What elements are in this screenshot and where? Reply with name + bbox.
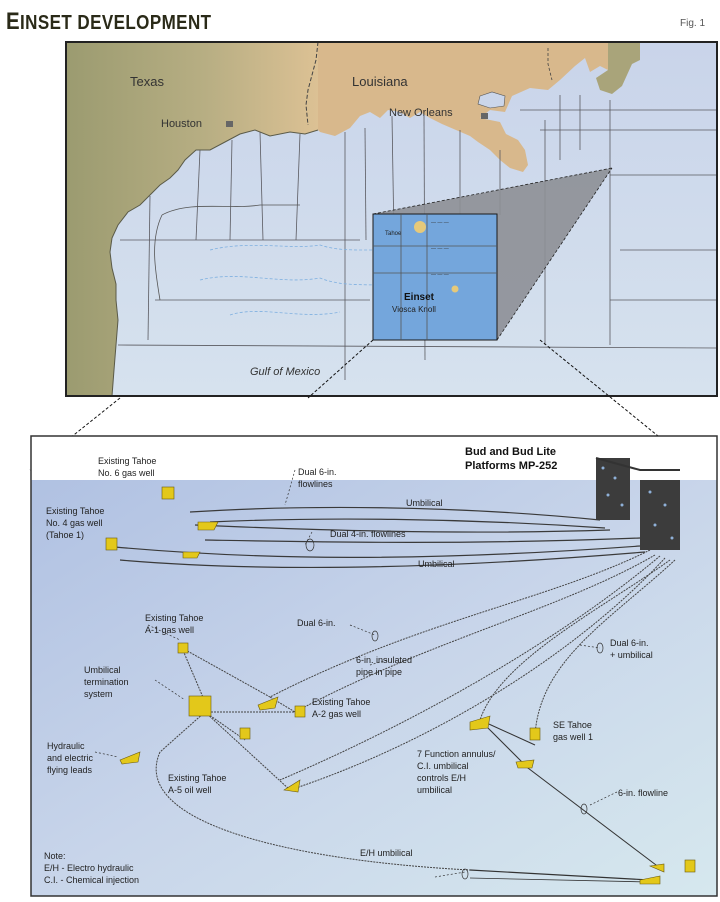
- label-viosca-knoll: Viosca Knoll: [392, 305, 436, 314]
- label-gulf-of-mexico: Gulf of Mexico: [250, 366, 321, 378]
- label-tahoe-a1: Existing Tahoe A-1 gas well: [145, 613, 204, 635]
- label-se-tahoe: SE Tahoe gas well 1: [553, 720, 594, 742]
- label-tahoe-a2: Existing Tahoe A-2 gas well: [312, 697, 371, 719]
- svg-text:— — —: — — —: [431, 272, 449, 278]
- label-platforms-line1: Bud and Bud Lite: [465, 446, 557, 458]
- label-hydraulic-leads: Hydraulic and electric flying leads: [47, 741, 94, 775]
- figure-label: Fig. 1: [680, 18, 706, 29]
- texas-land: [66, 42, 318, 396]
- label-tahoe: Tahoe: [385, 231, 402, 237]
- label-6in-flowline: 6-in. flowline: [618, 788, 669, 798]
- label-houston: Houston: [161, 118, 202, 130]
- note-block: Note: E/H - Electro hydraulic C.I. - Che…: [44, 851, 140, 885]
- svg-text:— — —: — — —: [431, 246, 449, 252]
- page-title: EINSET DEVELOPMENT: [6, 8, 212, 35]
- label-louisiana: Louisiana: [352, 74, 408, 89]
- label-umbilical-mid: Umbilical: [418, 559, 455, 569]
- label-dual-4in-flowlines: Dual 4-in. flowlines: [330, 529, 406, 539]
- label-tahoe-no6: Existing Tahoe No. 6 gas well: [98, 456, 157, 478]
- new-orleans-marker-icon: [481, 113, 488, 119]
- label-insulated-pipe: 6-in. insulated pipe in pipe: [356, 655, 413, 677]
- louisiana-land: [318, 42, 608, 172]
- mississippi-land: [596, 42, 640, 94]
- einset-inset-box: [372, 213, 498, 341]
- lease-grid: [117, 95, 717, 380]
- label-dual-6in-flowlines: Dual 6-in. flowlines: [298, 467, 337, 489]
- label-umbilical-top: Umbilical: [406, 498, 443, 508]
- subsea-equipment: [105, 486, 696, 885]
- label-eh-umbilical: E/H umbilical: [360, 848, 413, 858]
- label-platforms-line2: Platforms MP-252: [465, 460, 558, 472]
- houston-marker-icon: [226, 121, 233, 127]
- label-tahoe-no4: Existing Tahoe No. 4 gas well (Tahoe 1): [46, 506, 105, 540]
- svg-text:— — —: — — —: [431, 220, 449, 226]
- label-new-orleans: New Orleans: [389, 107, 453, 119]
- label-dual-6in-mid: Dual 6-in.: [297, 618, 336, 628]
- platform-structures: [595, 457, 680, 550]
- label-7-function-umbilical: 7 Function annulus/ C.I. umbilical contr…: [417, 749, 496, 795]
- label-einset: Einset: [404, 292, 435, 303]
- label-dual-6in-umbilical: Dual 6-in. + umbilical: [610, 638, 653, 660]
- label-tahoe-a5: Existing Tahoe A-5 oil well: [168, 773, 227, 795]
- label-texas: Texas: [130, 74, 164, 89]
- label-umbilical-termination: Umbilical termination system: [84, 665, 129, 699]
